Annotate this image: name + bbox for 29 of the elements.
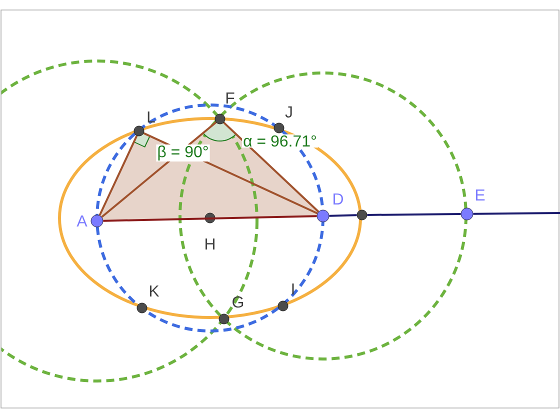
point-label: H [206, 238, 214, 250]
point [136, 302, 148, 314]
angle-label: α = 96.71° [242, 134, 318, 148]
point [204, 212, 216, 224]
point-marker [356, 210, 368, 220]
point-label: K [150, 285, 160, 296]
line-segment [103, 215, 317, 222]
line-segment [223, 122, 320, 212]
point-label: G [232, 296, 244, 308]
angle-label: β = 90° [156, 144, 210, 162]
point-label: J [285, 106, 292, 118]
point [274, 122, 284, 134]
point-label: A [76, 216, 88, 226]
point-label: L [148, 112, 155, 122]
line-segment [98, 135, 138, 216]
point-label: F [226, 92, 234, 104]
point-label: I [292, 283, 294, 294]
point-label: E [476, 190, 485, 200]
line-segment [473, 212, 560, 215]
point [218, 314, 230, 324]
point [90, 214, 104, 228]
point-label: D [334, 194, 344, 204]
point [134, 126, 144, 136]
point [460, 208, 474, 220]
line-segment [329, 214, 357, 217]
point [278, 300, 288, 312]
point [316, 210, 330, 222]
point [214, 114, 226, 124]
line-segment [367, 213, 461, 216]
